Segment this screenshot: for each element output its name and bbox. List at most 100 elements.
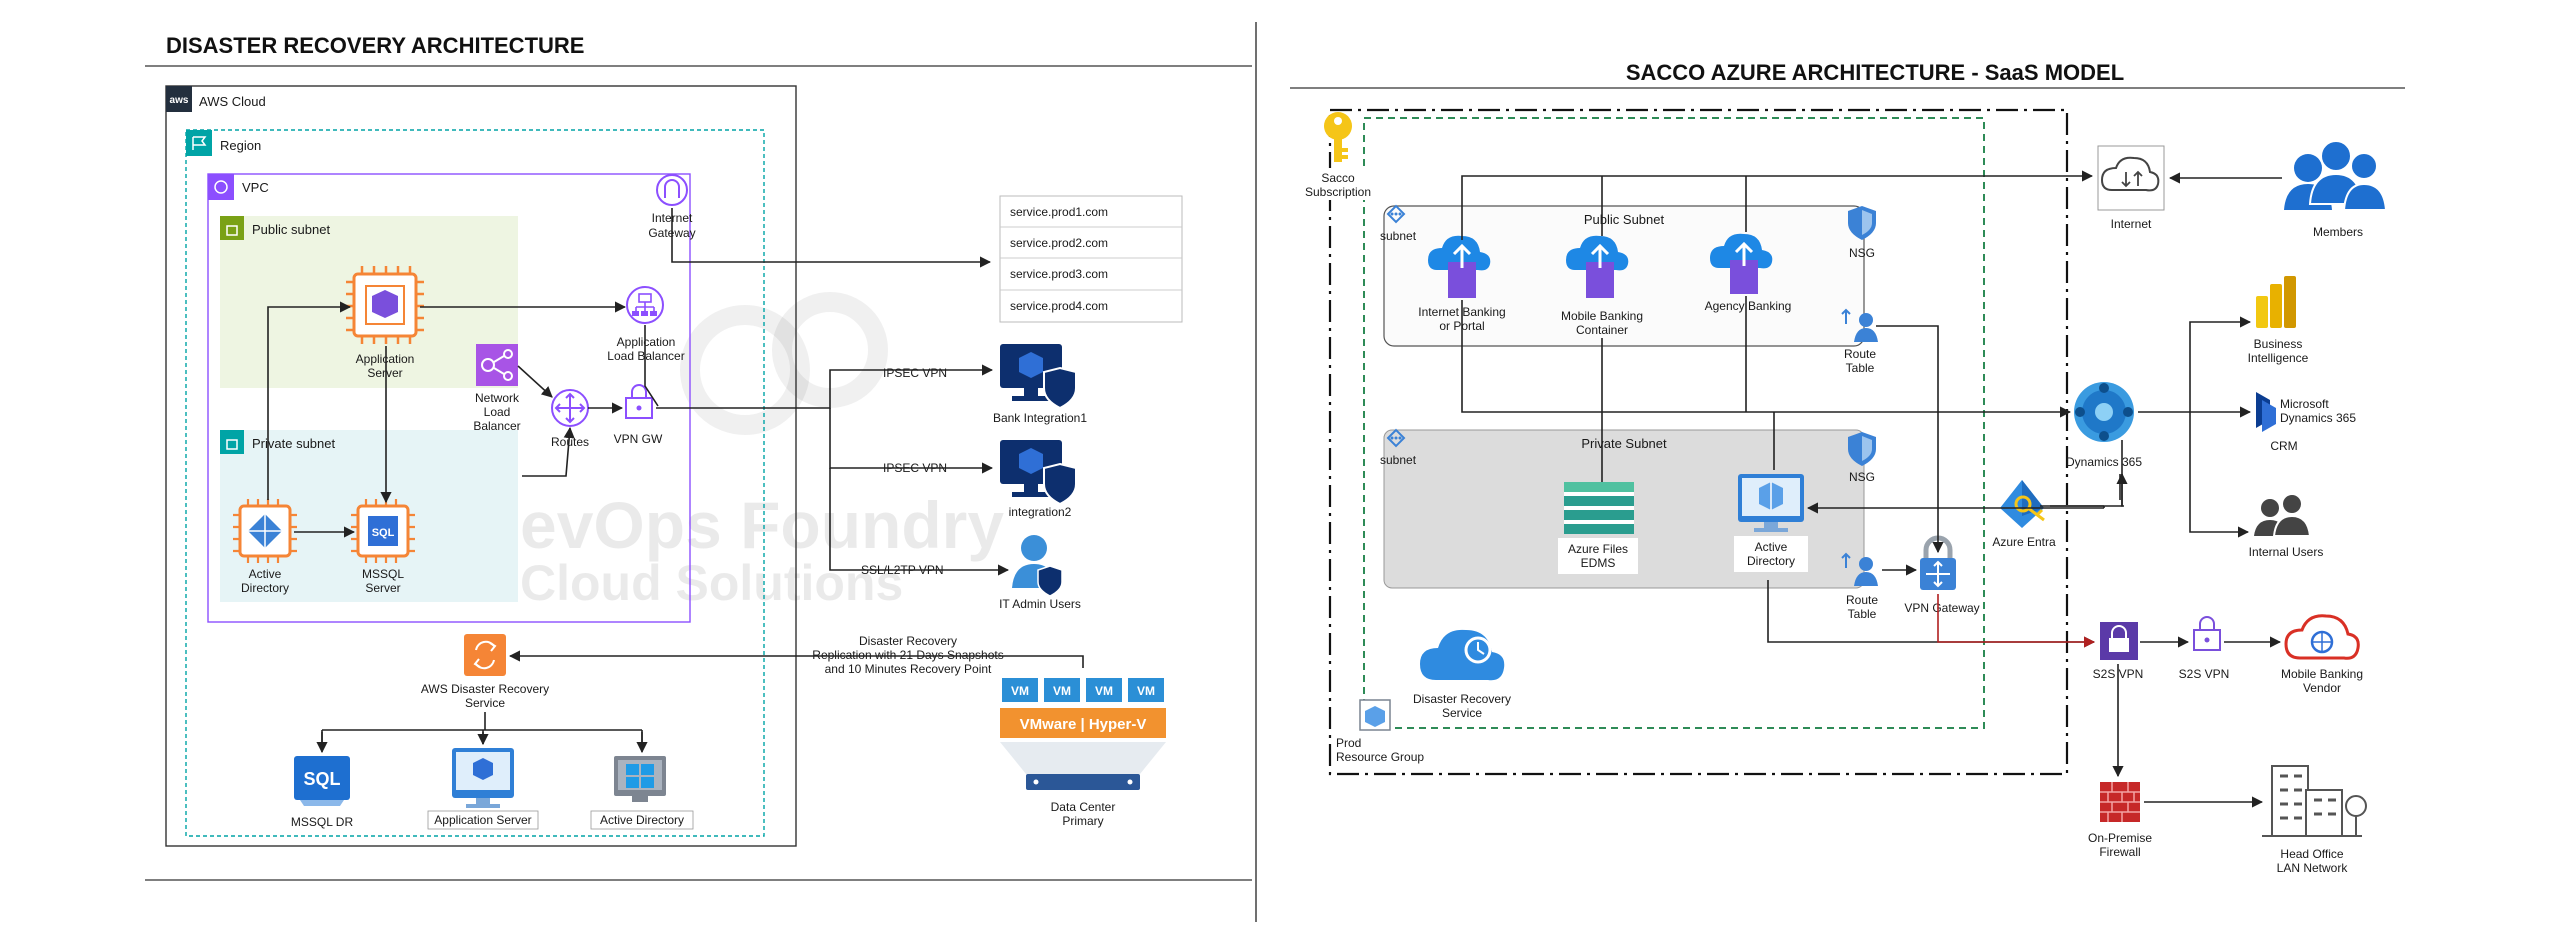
vpn-gateway-label: VPN Gateway — [1904, 601, 1979, 615]
route-table-label: Route — [1846, 593, 1878, 607]
business-intelligence-label: Business — [2254, 337, 2303, 351]
svg-text:Cloud Solutions: Cloud Solutions — [520, 555, 903, 611]
resource-group-boundary — [1363, 117, 1985, 729]
dynamics-365-icon — [2074, 382, 2134, 442]
agency-banking-label: Agency Banking — [1705, 299, 1792, 313]
region-boundary — [185, 129, 765, 837]
svg-text:aws: aws — [170, 95, 189, 106]
svg-text:and 10 Minutes Recovery Point: and 10 Minutes Recovery Point — [825, 662, 992, 676]
service-item: service.prod2.com — [1010, 236, 1108, 250]
disaster-recovery-cloud-icon — [1420, 629, 1505, 681]
it-admin-users-label: IT Admin Users — [999, 597, 1081, 611]
subnet-icon — [1386, 204, 1406, 224]
dr-service-label: Disaster Recovery — [1413, 692, 1511, 706]
svg-text:Service: Service — [1442, 706, 1482, 720]
internal-users-icon — [2254, 493, 2312, 537]
svg-text:SQL: SQL — [303, 769, 340, 789]
vpc-boundary — [207, 173, 691, 623]
data-center-icon: VM VM VM VM VMware | Hyper-V — [1000, 678, 1166, 790]
svg-text:Server: Server — [365, 581, 400, 595]
aws-drs-label: AWS Disaster Recovery — [421, 682, 549, 696]
azure-files-label: Azure Files — [1568, 542, 1628, 556]
aws-cloud-label: AWS Cloud — [199, 94, 266, 109]
svg-text:Balancer: Balancer — [473, 419, 520, 433]
mssql-server-label: MSSQL — [362, 567, 404, 581]
s2s-vpn-label: S2S VPN — [2179, 667, 2230, 681]
mobile-banking-vendor-icon — [2284, 614, 2360, 660]
region-label: Region — [220, 138, 261, 153]
resource-group-cube-icon — [1359, 699, 1391, 731]
svg-text:VM: VM — [1095, 684, 1113, 698]
service-item: service.prod4.com — [1010, 299, 1108, 313]
agency-banking-icon — [1710, 233, 1773, 294]
service-list: service.prod1.com service.prod2.com serv… — [999, 195, 1183, 323]
private-subnet-label: Private Subnet — [1581, 436, 1667, 451]
internet-label: Internet — [2111, 217, 2152, 231]
svg-text:Service: Service — [465, 696, 505, 710]
data-center-label: Data Center — [1051, 800, 1116, 814]
integration2-label: integration2 — [1009, 505, 1072, 519]
svg-text:Load Balancer: Load Balancer — [607, 349, 684, 363]
service-item: service.prod3.com — [1010, 267, 1108, 281]
members-group-icon — [2284, 140, 2388, 211]
svg-text:EDMS: EDMS — [1581, 556, 1616, 570]
application-lb-label: Application — [617, 335, 676, 349]
integration-monitor-icon — [1000, 440, 1077, 506]
nsg-label: NSG — [1849, 470, 1875, 484]
lock-icon — [220, 430, 244, 454]
svg-text:VMware | Hyper-V: VMware | Hyper-V — [1020, 716, 1147, 733]
nsg-shield-icon — [1848, 432, 1876, 466]
mobile-banking-vendor-label: Mobile Banking — [2281, 667, 2363, 681]
subnet-icon — [1386, 428, 1406, 448]
svg-text:Load: Load — [484, 405, 511, 419]
vpn-gateway-icon — [625, 384, 653, 419]
internet-gateway-icon — [656, 174, 688, 206]
svg-text:Vendor: Vendor — [2303, 681, 2341, 695]
head-office-building-icon — [2262, 765, 2367, 837]
svg-text:LAN Network: LAN Network — [2277, 861, 2349, 875]
ipsec-vpn-label: IPSEC VPN — [883, 366, 947, 380]
crm-label: CRM — [2270, 439, 2297, 453]
svg-text:Dynamics 365: Dynamics 365 — [2280, 411, 2356, 425]
vpc-cloud-icon — [208, 174, 234, 200]
internet-cloud-icon — [2097, 145, 2165, 211]
aws-disaster-recovery-icon — [464, 634, 506, 676]
svg-text:Primary: Primary — [1062, 814, 1103, 828]
s2s-vpn-lock-icon — [2193, 616, 2221, 651]
members-label: Members — [2313, 225, 2363, 239]
route-table-icon — [1841, 308, 1878, 342]
network-load-balancer-icon — [476, 344, 518, 386]
sacco-subscription-label: Sacco — [1321, 171, 1355, 185]
active-directory-icon — [233, 499, 297, 563]
nsg-shield-icon — [1848, 206, 1876, 240]
internet-banking-icon — [1428, 235, 1491, 298]
svg-text:Container: Container — [1576, 323, 1628, 337]
svg-text:evOps Foundry: evOps Foundry — [520, 488, 1004, 562]
public-subnet-label: Public subnet — [252, 222, 330, 237]
azure-entra-icon — [2000, 480, 2045, 528]
right-title: SACCO AZURE ARCHITECTURE - SaaS MODEL — [1626, 60, 2124, 85]
on-prem-firewall-label: On-Premise — [2088, 831, 2152, 845]
left-connectors — [267, 208, 1084, 754]
svg-text:VM: VM — [1137, 684, 1155, 698]
aws-cloud-boundary — [165, 85, 797, 847]
key-icon — [1324, 112, 1352, 162]
route-table-label: Route — [1844, 347, 1876, 361]
svg-text:Subscription: Subscription — [1305, 185, 1371, 199]
aws-logo-icon — [166, 86, 192, 112]
power-bi-icon — [2256, 276, 2296, 328]
left-title: DISASTER RECOVERY ARCHITECTURE — [166, 33, 584, 58]
prod-rg-label: Prod — [1336, 736, 1361, 750]
firewall-icon — [2100, 782, 2140, 822]
svg-text:Directory: Directory — [241, 581, 289, 595]
dr-note: Disaster Recovery — [859, 634, 957, 648]
svg-text:Server: Server — [367, 366, 402, 380]
vpc-label: VPC — [242, 180, 269, 195]
right-connectors — [1461, 170, 2282, 808]
region-flag-icon — [186, 130, 212, 156]
application-load-balancer-icon — [626, 286, 664, 324]
ms-dynamics-logo-icon — [2256, 392, 2276, 432]
private-subnet-label: Private subnet — [252, 436, 335, 451]
dr-application-server-label: Application Server — [434, 813, 531, 827]
svg-text:Table: Table — [1846, 361, 1875, 375]
